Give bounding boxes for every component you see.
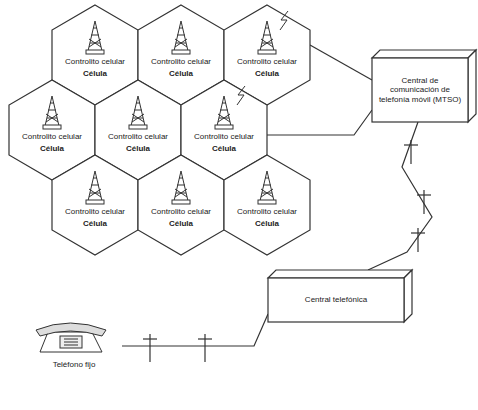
utility-pole [411,228,425,252]
antenna-tower [43,96,61,129]
cell-label: Célula [228,69,306,78]
node-label: Teléfono fijo [26,360,122,369]
cell-label: Célula [142,69,220,78]
equipment-box [268,270,412,322]
connector-line [368,122,432,270]
connector-line [267,110,372,135]
controller-label: Controlito celular [56,207,134,216]
controller-label: Controlito celular [99,132,177,141]
cell-hexagon: Controlito celularCélula [138,155,224,255]
telephone: Teléfono fijo [26,316,122,392]
cell-label: Célula [56,69,134,78]
node-label: Central de comunicación de telefonía móv… [376,76,464,104]
antenna-tower [172,21,190,54]
antenna-tower [258,171,276,204]
equipment-box [372,50,476,122]
utility-pole [198,334,212,362]
antenna-tower [258,21,276,54]
cell-label: Célula [99,144,177,153]
cell-label: Célula [13,144,91,153]
cell-label: Célula [142,219,220,228]
node-outline [52,155,138,255]
cell-label: Célula [56,219,134,228]
node-label: Central telefónica [272,295,400,304]
controller-label: Controlito celular [13,132,91,141]
node-outline [138,155,224,255]
connector-line [122,314,268,346]
antenna-tower [129,96,147,129]
utility-pole [143,334,157,362]
utility-pole [404,140,418,164]
cell-hexagon: Controlito celularCélula [52,155,138,255]
radio-signal [237,86,245,105]
telephone-icon [36,323,106,352]
controller-label: Controlito celular [142,207,220,216]
controller-label: Controlito celular [142,57,220,66]
node-outline [26,316,122,392]
connector-line [310,45,372,80]
cell-hexagon: Controlito celularCélula [224,155,310,255]
node-outline [224,155,310,255]
antenna-tower [86,171,104,204]
exchange-box: Central de comunicación de telefonía móv… [372,50,476,122]
controller-label: Controlito celular [228,57,306,66]
utility-pole [417,190,431,214]
antenna-tower [215,96,233,129]
antenna-tower [172,171,190,204]
radio-signal [280,11,288,30]
controller-label: Controlito celular [185,132,263,141]
cell-label: Célula [228,219,306,228]
controller-label: Controlito celular [56,57,134,66]
exchange-box: Central telefónica [268,270,412,322]
controller-label: Controlito celular [228,207,306,216]
cell-label: Célula [185,144,263,153]
antenna-tower [86,21,104,54]
